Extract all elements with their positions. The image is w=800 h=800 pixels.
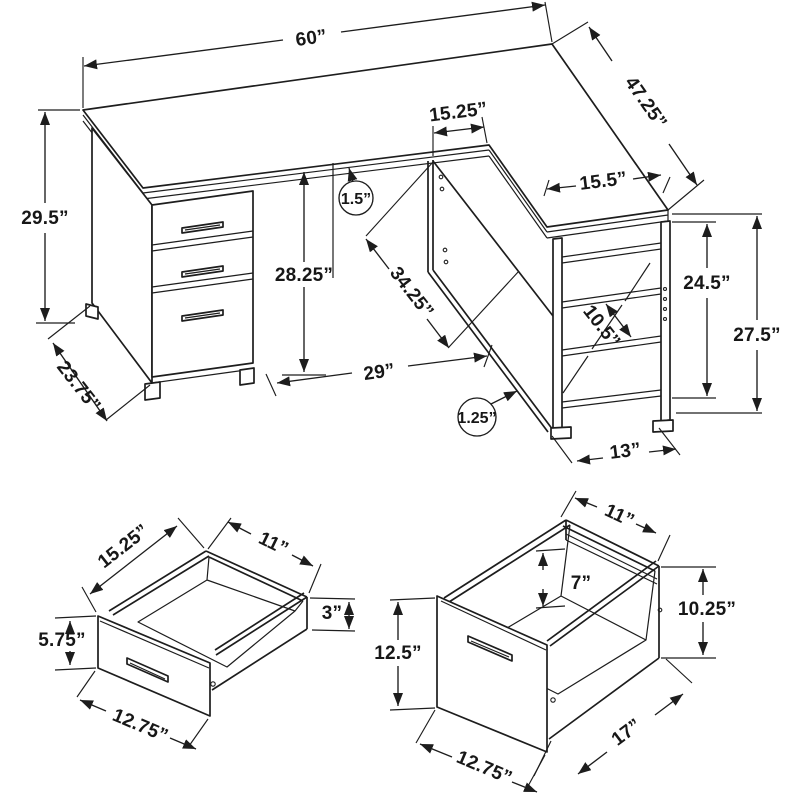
dim-small-drawer-width: 11” <box>207 517 322 594</box>
dim-large-drawer-side-depth: 17” <box>533 658 693 777</box>
dim-label-shelf-height: 27.5” <box>733 325 780 346</box>
dim-label-small-drawer-width: 11” <box>255 528 291 560</box>
dim-panel-length: 34.25” <box>365 161 520 349</box>
dim-shelf-height: 27.5” <box>672 213 781 414</box>
dim-label-desk-height: 29.5” <box>21 208 68 229</box>
dim-label-knee-height: 28.25” <box>275 265 333 286</box>
dim-label-large-drawer-front-height: 12.5” <box>374 643 421 664</box>
dim-label-small-drawer-front-width: 12.75” <box>109 705 171 747</box>
shelf-unit <box>550 220 674 440</box>
dim-label-knee-width: 29” <box>362 360 396 385</box>
callout-label-panel-thickness: 1.25” <box>457 410 496 427</box>
dim-label-small-drawer-depth: 15.25” <box>94 520 153 572</box>
shelf-left-stile <box>552 237 563 430</box>
dim-shelf-width: 13” <box>551 427 681 465</box>
large-drawer-box <box>436 519 663 753</box>
dim-small-drawer-side-height: 3” <box>309 597 356 632</box>
small-drawer-figure: 15.25” 11” 3” 5.75” 12.75” <box>38 517 356 750</box>
dim-large-drawer-front-height: 12.5” <box>374 597 436 711</box>
screw-hole <box>443 259 449 265</box>
dim-label-large-drawer-side-height: 10.25” <box>678 599 736 620</box>
shelf-right-stile <box>660 220 671 422</box>
cabinet-front-face <box>151 190 254 378</box>
shelf-feet <box>550 419 674 440</box>
cabinet-handles <box>181 221 224 322</box>
dim-small-drawer-front-height: 5.75” <box>38 615 97 671</box>
screw-hole <box>442 247 448 253</box>
dim-label-large-drawer-width: 11” <box>601 500 637 532</box>
dim-label-shelf-width: 13” <box>609 439 643 464</box>
dim-label-return-depth: 47.25” <box>620 73 671 133</box>
dim-large-drawer-rail-height: 7” <box>535 548 591 609</box>
desk-figure: 60” 47.25” 15.25” 1.5” 29.5” 23 <box>21 1 781 465</box>
dim-knee-width: 29” <box>265 344 493 397</box>
callout-top-thickness: 1.5” <box>338 167 374 216</box>
dim-shelf-opening-depth: 10.5” <box>578 301 632 352</box>
dim-label-panel-length: 34.25” <box>385 263 437 322</box>
shelf-boards <box>561 242 662 409</box>
modesty-panel <box>427 160 554 433</box>
dim-label-shelf-inner-height: 24.5” <box>683 273 730 294</box>
dim-label-large-drawer-front-width: 12.75” <box>453 747 515 789</box>
screw-hole <box>439 186 445 192</box>
large-drawer-front-panel <box>436 595 548 753</box>
screw-hole <box>438 174 444 180</box>
large-drawer-figure: 11” 7” 12.5” 10.25” 12.75” <box>374 490 736 793</box>
dim-desk-width: 60” <box>82 1 553 108</box>
dim-desk-height: 29.5” <box>21 109 80 324</box>
small-drawer-box <box>97 550 308 717</box>
dim-large-drawer-side-height: 10.25” <box>661 566 736 659</box>
callout-panel-thickness: 1.25” <box>457 390 518 437</box>
screw-hole <box>550 697 556 703</box>
small-drawer-front-panel <box>97 615 211 717</box>
dim-knee-height: 28.25” <box>275 172 333 376</box>
dim-label-desk-width: 60” <box>294 26 328 51</box>
cabinet-feet <box>85 303 255 401</box>
dim-label-cabinet-depth: 23.75” <box>52 357 104 416</box>
screw-hole <box>657 607 663 613</box>
callout-label-top-thickness: 1.5” <box>341 191 371 208</box>
small-drawer-floor <box>137 556 304 668</box>
cabinet-drawer-dividers <box>151 230 254 384</box>
dim-shelf-inner-height: 24.5” <box>672 221 731 399</box>
dim-label-large-drawer-rail-height: 7” <box>571 573 591 594</box>
screw-hole <box>210 681 216 687</box>
dim-label-small-drawer-front-height: 5.75” <box>38 630 85 651</box>
drawer-cabinet <box>85 127 334 401</box>
dim-small-drawer-depth: 15.25” <box>81 517 205 613</box>
desk-top-surface <box>82 43 669 228</box>
dim-label-small-drawer-side-height: 3” <box>322 603 342 624</box>
dim-label-large-drawer-side-depth: 17” <box>608 715 646 751</box>
